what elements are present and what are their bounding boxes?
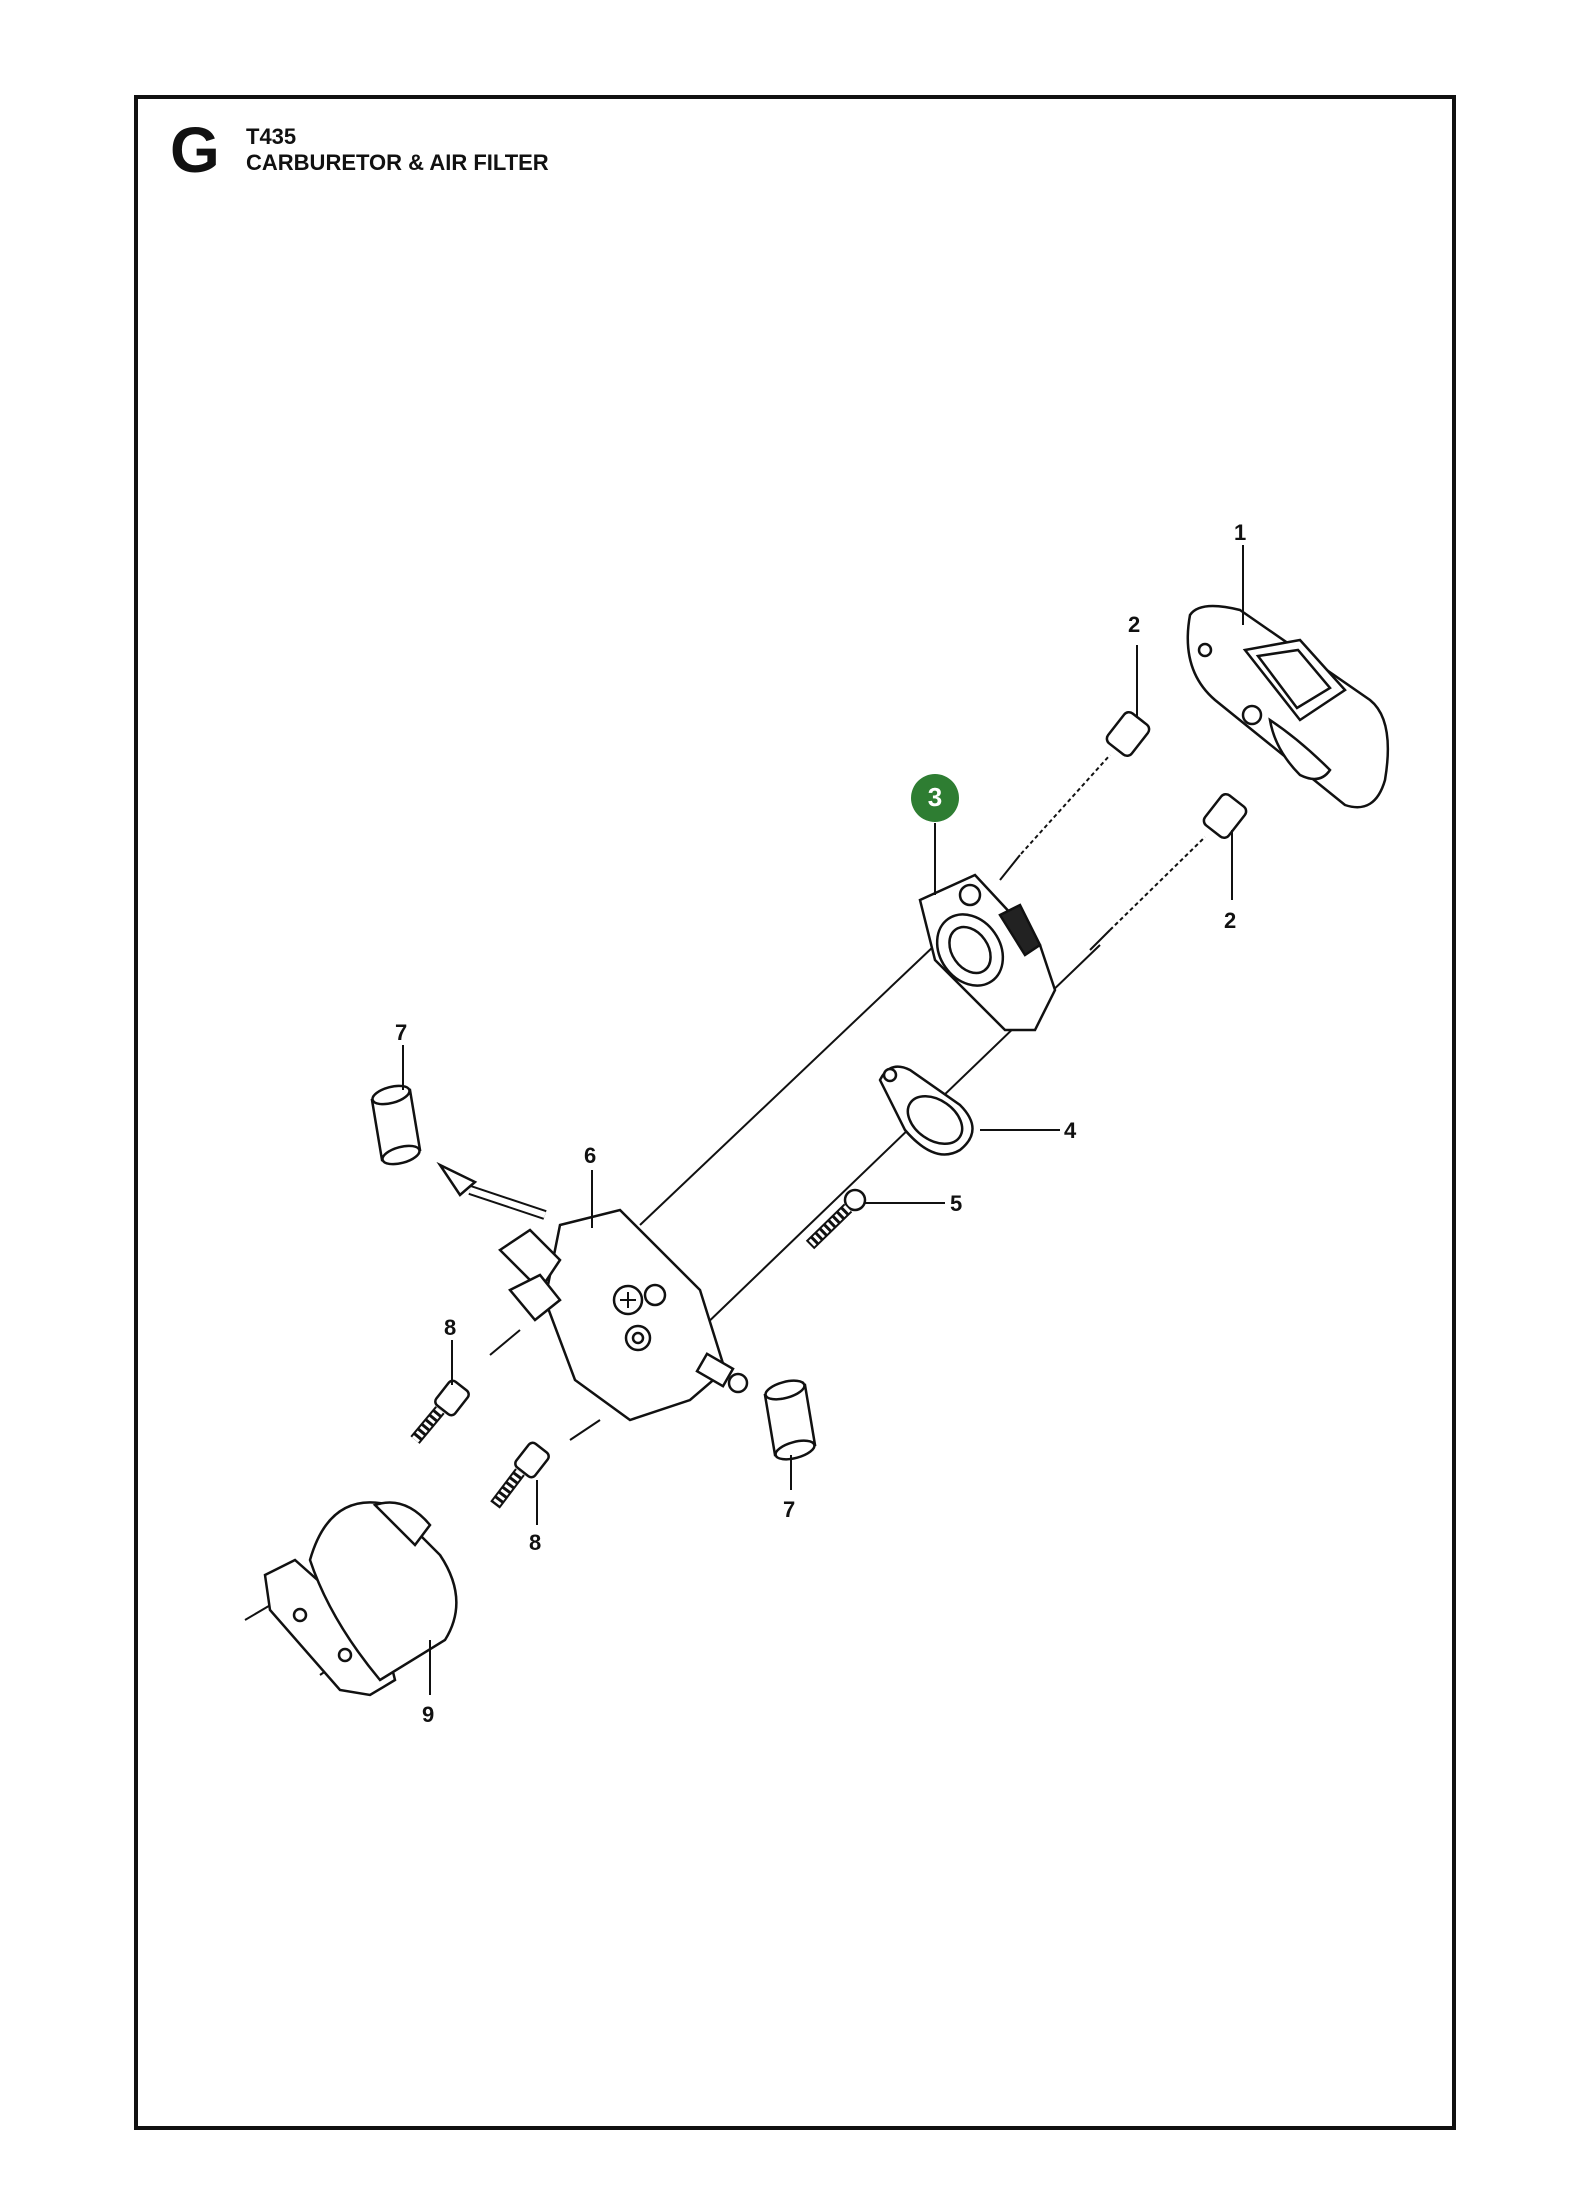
callout-1: 1 (1234, 520, 1246, 545)
short-bolt-lower (490, 1441, 550, 1509)
callout-6: 6 (584, 1143, 596, 1168)
bushing-lower (763, 1379, 817, 1461)
callout-4: 4 (1064, 1118, 1077, 1143)
assembly-axis-upper (639, 944, 936, 1226)
callout-2a: 2 (1128, 612, 1140, 637)
adjust-screw (805, 1188, 867, 1250)
intake-flange (263, 1501, 458, 1697)
air-filter-cover (1186, 604, 1390, 809)
callout-5: 5 (950, 1191, 962, 1216)
model-number: T435 (246, 124, 297, 149)
callout-8b: 8 (529, 1530, 541, 1555)
callout-2b: 2 (1224, 908, 1236, 933)
diagram-title: CARBURETOR & AIR FILTER (246, 150, 549, 175)
callout-8a: 8 (444, 1315, 456, 1340)
insulator-block (918, 873, 1057, 1032)
short-bolt-upper (410, 1379, 470, 1444)
callout-9: 9 (422, 1702, 434, 1727)
bushing-upper (370, 1084, 422, 1166)
highlight-badge (911, 774, 959, 822)
callout-7a: 7 (395, 1020, 407, 1045)
assembly-axis-bolt-a (999, 854, 1021, 881)
page-frame (134, 95, 1456, 2130)
long-bolt-upper (1016, 710, 1151, 859)
assembly-axis-carb-b (569, 1419, 601, 1441)
callout-3: 3 (928, 782, 942, 812)
callout-7b: 7 (783, 1497, 795, 1522)
carburetor (436, 1161, 749, 1422)
long-bolt-lower (1106, 792, 1248, 934)
assembly-axis-bolt-b (1089, 929, 1111, 951)
assembly-axis-carb-a (489, 1329, 521, 1356)
clamp-gasket (878, 1065, 974, 1156)
section-letter: G (170, 114, 220, 186)
